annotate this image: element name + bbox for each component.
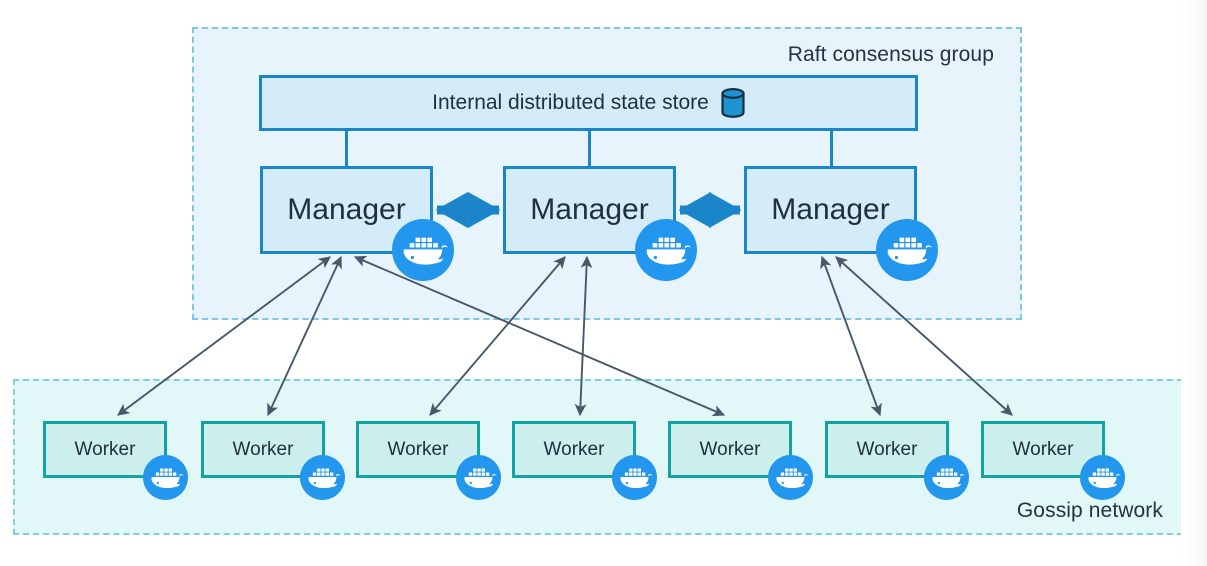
- worker-label: Worker: [74, 438, 136, 460]
- manager-node-1[interactable]: Manager: [260, 166, 433, 254]
- docker-whale-icon: [612, 455, 657, 500]
- state-store-label: Internal distributed state store: [432, 91, 709, 114]
- docker-whale-icon: [300, 455, 345, 500]
- docker-whale-icon: [635, 219, 697, 281]
- docker-whale-icon: [924, 455, 969, 500]
- internal-distributed-state-store[interactable]: Internal distributed state store: [259, 75, 918, 131]
- docker-whale-icon: [768, 455, 813, 500]
- docker-whale-icon: [456, 455, 501, 500]
- worker-label: Worker: [387, 438, 449, 460]
- database-cylinder-icon: [721, 88, 745, 118]
- worker-node-2[interactable]: Worker: [201, 421, 325, 478]
- docker-whale-icon: [143, 455, 188, 500]
- docker-whale-icon: [392, 219, 454, 281]
- worker-label: Worker: [232, 438, 294, 460]
- docker-whale-icon: [1080, 455, 1125, 500]
- gossip-group-label: Gossip network: [1016, 499, 1163, 522]
- raft-group-label: Raft consensus group: [787, 43, 994, 66]
- manager-label: Manager: [771, 193, 890, 226]
- docker-whale-icon: [876, 219, 938, 281]
- worker-label: Worker: [1012, 438, 1074, 460]
- worker-label: Worker: [543, 438, 605, 460]
- worker-label: Worker: [856, 438, 918, 460]
- worker-node-7[interactable]: Worker: [981, 421, 1105, 478]
- manager-label: Manager: [287, 193, 406, 226]
- worker-label: Worker: [699, 438, 761, 460]
- worker-node-5[interactable]: Worker: [668, 421, 792, 478]
- manager-label: Manager: [530, 193, 649, 226]
